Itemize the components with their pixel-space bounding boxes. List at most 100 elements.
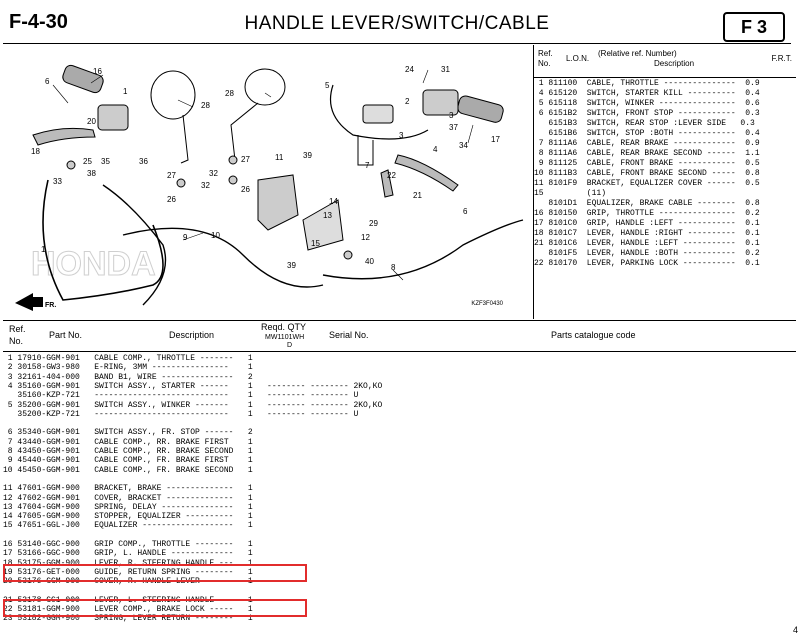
- table-row: 6 35340-GGM-901 SWITCH ASSY., FR. STOP -…: [3, 428, 253, 438]
- winker-switch-icon: [362, 104, 394, 124]
- callout-9: 9: [183, 233, 188, 242]
- callout-32b: 32: [201, 181, 210, 190]
- callout-1: 1: [123, 87, 128, 96]
- callout-5: 5: [325, 81, 330, 90]
- table-row: 18 53175-GGM-900 LEVER, R. STEERING HAND…: [3, 558, 253, 568]
- table-row: 16 53140-GGC-900 GRIP COMP., THROTTLE --…: [3, 540, 253, 549]
- diagram-drawing: HONDA: [15, 64, 524, 311]
- ref-row: 6151B6 SWITCH, STOP :BOTH ------------ 0…: [534, 129, 760, 138]
- rear-brake-cable: [322, 219, 524, 280]
- col-catalogue-code: Parts catalogue code: [551, 330, 636, 340]
- table-row: 17 53166-GGC-900 GRIP, L. HANDLE -------…: [3, 549, 253, 559]
- mirror-left-icon: [244, 68, 286, 106]
- callout-38: 38: [87, 169, 96, 178]
- ref-row: 9 811125 CABLE, FRONT BRAKE ------------…: [534, 159, 760, 168]
- ref-row: 11 8101F9 BRACKET, EQUALIZER COVER -----…: [534, 179, 760, 188]
- callout-18: 18: [31, 147, 40, 156]
- callout-22: 22: [387, 171, 396, 180]
- bracket-cover-icon: [302, 199, 344, 251]
- connector-icon: [357, 135, 374, 166]
- table-row: 19 53176-GET-000 GUIDE, RETURN SPRING --…: [3, 567, 253, 577]
- callout-15: 15: [311, 239, 320, 248]
- ref-row: 18 8101C7 LEVER, HANDLE :RIGHT ---------…: [534, 229, 760, 238]
- relative-reference-panel: Ref. No. L.O.N. (Relative ref. Number) D…: [534, 45, 796, 319]
- callout-39a: 39: [303, 151, 312, 160]
- ref-header-description: Description: [654, 59, 695, 68]
- col-ref: Ref.: [9, 324, 26, 334]
- col-part-no: Part No.: [49, 330, 83, 340]
- nut-icon: [228, 155, 238, 165]
- mirror-stem-left: [230, 102, 259, 161]
- callout-34: 34: [459, 141, 468, 150]
- callout-13: 13: [323, 211, 332, 220]
- callout-2: 2: [405, 97, 410, 106]
- callout-28b: 28: [225, 89, 234, 98]
- switch-housing-right: [97, 104, 129, 131]
- page-edge-number: 4: [792, 625, 798, 635]
- callout-37: 37: [449, 123, 458, 132]
- callout-39b: 39: [287, 261, 296, 270]
- table-row: 4 35160-GGM-901 SWITCH ASSY., STARTER --…: [3, 381, 383, 391]
- page-title: HANDLE LEVER/SWITCH/CABLE: [244, 13, 550, 34]
- table-row: 22 53181-GGM-900 LEVER COMP., BRAKE LOCK…: [3, 605, 253, 615]
- ref-row: 21 8101C6 LEVER, HANDLE :LEFT ----------…: [534, 239, 760, 248]
- table-row: 3 32161-404-000 BAND B1, WIRE ----------…: [3, 372, 253, 382]
- brake-bracket-icon: [257, 174, 299, 231]
- parking-lever-icon: [380, 169, 394, 198]
- parts-table-header: Ref. No. Part No. Description Reqd. QTY …: [3, 320, 796, 352]
- table-row: 35160-KZP-721 --------------------------…: [3, 391, 359, 401]
- table-row: 5 35200-GGM-901 SWITCH ASSY., WINKER ---…: [3, 400, 383, 410]
- throttle-cable: [42, 179, 164, 301]
- callout-25: 25: [83, 157, 92, 166]
- ref-row: 6 6151B2 SWITCH, FRONT STOP ------------…: [534, 109, 760, 118]
- table-row: 35200-KZP-721 --------------------------…: [3, 409, 359, 419]
- table-row: 10 45450-GGM-901 CABLE COMP., FR. BRAKE …: [3, 465, 253, 475]
- table-row: 1 17910-GGM-901 CABLE COMP., THROTTLE --…: [3, 354, 253, 363]
- nut-icon: [228, 175, 238, 185]
- ref-panel-header: Ref. No. L.O.N. (Relative ref. Number) D…: [534, 45, 796, 78]
- callout-6: 6: [45, 77, 50, 86]
- table-row: 8 43450-GGM-901 CABLE COMP., RR. BRAKE S…: [3, 447, 253, 456]
- exploded-diagram: HONDA: [3, 45, 534, 319]
- ref-row: 15 (11): [534, 189, 607, 198]
- nut-icon: [176, 178, 186, 188]
- table-row: 13 47604-GGM-900 SPRING, DELAY ---------…: [3, 502, 253, 512]
- ref-row: 6151B3 SWITCH, REAR STOP :LEVER SIDE 0.3: [534, 119, 755, 128]
- callout-26a: 26: [241, 185, 250, 194]
- ref-header-ref: Ref.: [538, 49, 553, 58]
- switch-wire: [329, 84, 429, 140]
- callout-17: 17: [491, 135, 500, 144]
- ref-row: 10 8111B3 CABLE, FRONT BRAKE SECOND ----…: [534, 169, 760, 178]
- brake-cable-10: [122, 227, 324, 288]
- table-row: 15 47651-GGL-J00 EQUALIZER -------------…: [3, 521, 253, 531]
- ref-header-no: No.: [538, 59, 551, 68]
- callout-16: 16: [93, 67, 102, 76]
- callout-8: 8: [391, 263, 396, 272]
- left-grip-icon: [457, 95, 504, 123]
- col-model-sub: D: [287, 342, 293, 349]
- callout-40: 40: [365, 257, 374, 266]
- diagram-reference-code: KZF3F0430: [471, 301, 503, 307]
- callout-4: 4: [433, 145, 438, 154]
- mirror-right-icon: [150, 70, 196, 120]
- screw-icon: [343, 250, 353, 260]
- callout-33: 33: [53, 177, 62, 186]
- ref-row: 7 8111A6 CABLE, REAR BRAKE -------------…: [534, 139, 760, 148]
- callout-12: 12: [361, 233, 370, 242]
- table-row: 7 43440-GGM-901 CABLE COMP., RR. BRAKE F…: [3, 437, 253, 447]
- callout-20: 20: [87, 117, 96, 126]
- right-lever-icon: [32, 127, 96, 146]
- ref-row: 22 810170 LEVER, PARKING LOCK ----------…: [534, 259, 760, 268]
- ref-row: 4 615120 SWITCH, STARTER KILL ----------…: [534, 89, 760, 98]
- throttle-grip-icon: [62, 64, 104, 94]
- section-badge: F 3: [723, 12, 785, 42]
- ref-header-frt: F.R.T.: [771, 54, 792, 63]
- callout-6b: 6: [463, 207, 468, 216]
- table-row: 12 47602-GGM-901 COVER, BRACKET --------…: [3, 493, 253, 503]
- table-row: 14 47605-GGM-900 STOPPER, EQUALIZER ----…: [3, 512, 253, 522]
- ref-row: 8101D1 EQUALIZER, BRAKE CABLE -------- 0…: [534, 199, 760, 208]
- parts-table-rows: 1 17910-GGM-901 CABLE COMP., THROTTLE --…: [3, 352, 796, 641]
- ref-row: 1 811100 CABLE, THROTTLE ---------------…: [534, 79, 760, 88]
- front-brake-cable: [102, 184, 167, 306]
- mirror-stem-right: [180, 114, 189, 164]
